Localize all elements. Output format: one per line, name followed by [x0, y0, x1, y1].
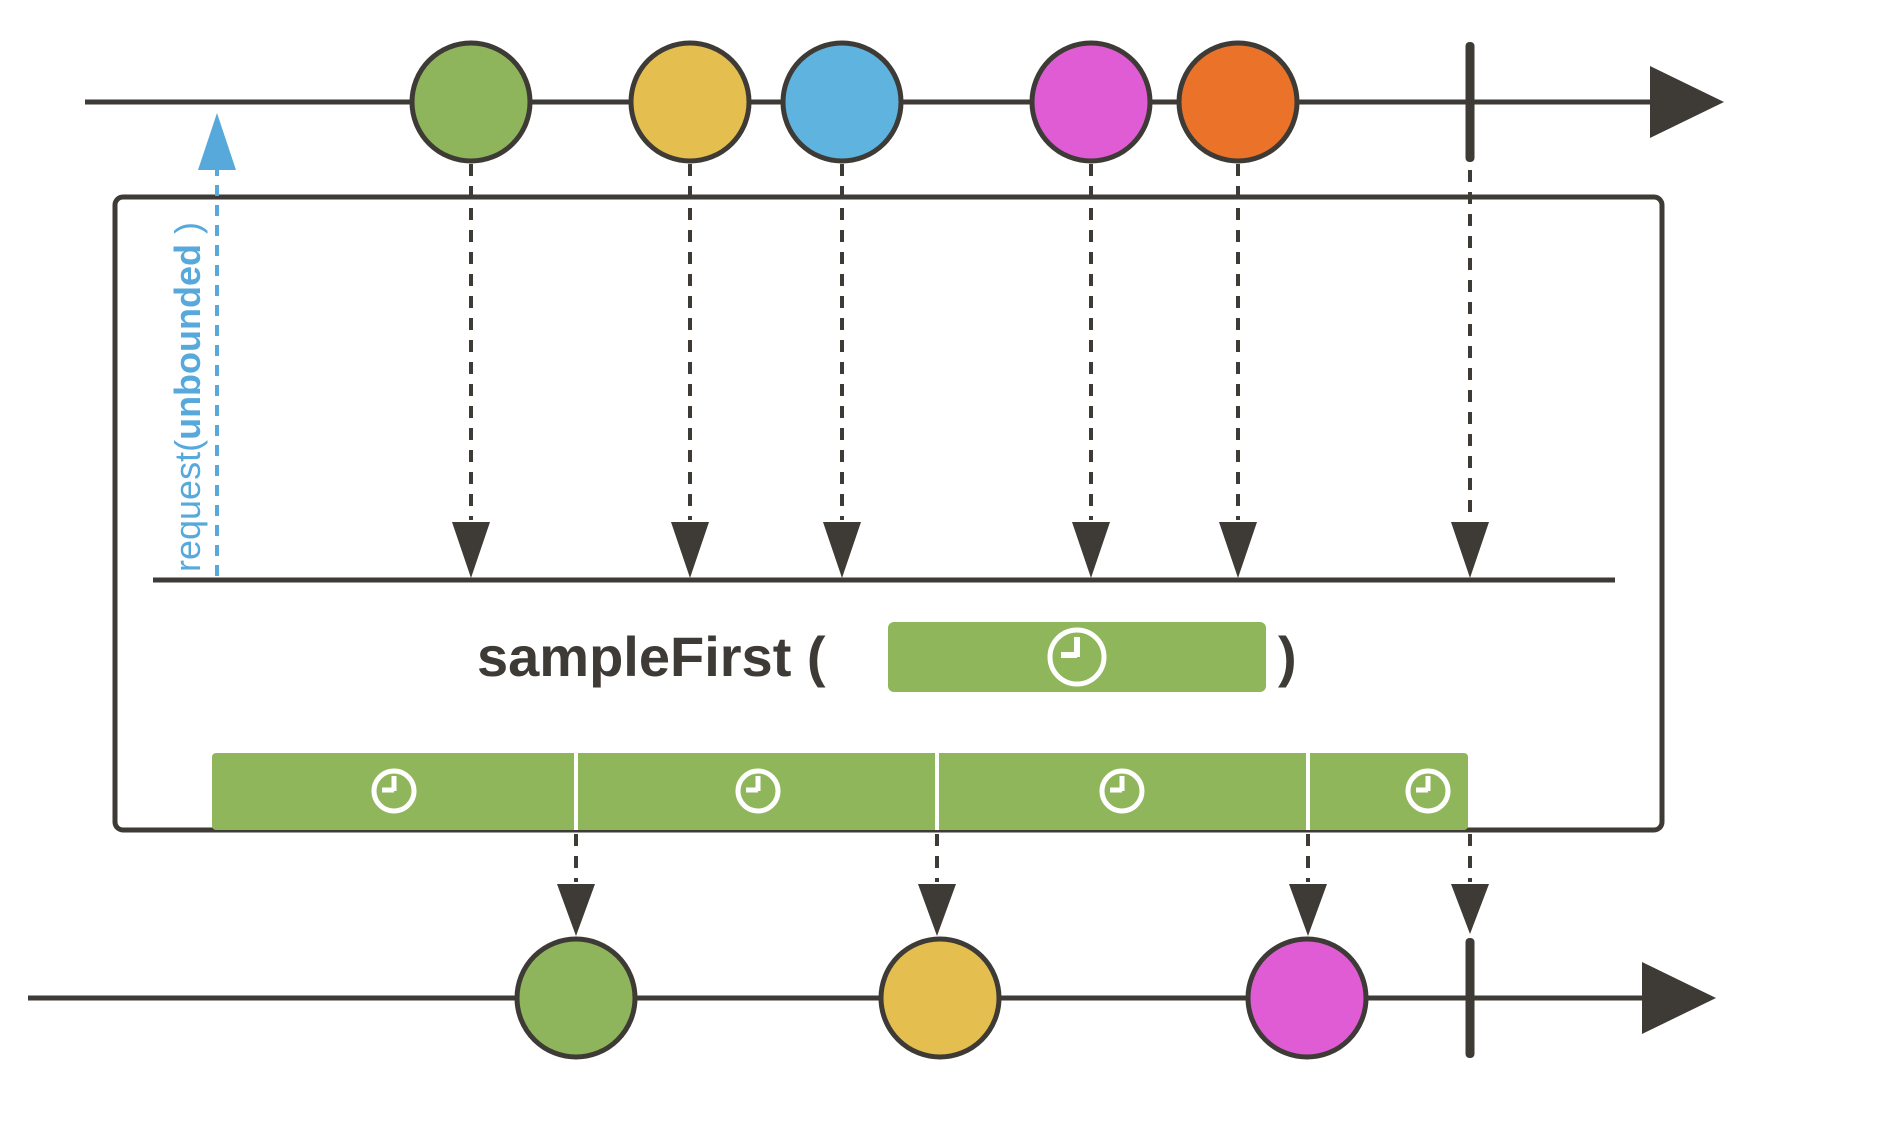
input-event-arrows — [469, 164, 1472, 520]
request-label-suffix: ) — [167, 222, 208, 244]
input-timeline — [85, 40, 1724, 164]
output-marble-magenta — [1245, 936, 1369, 1060]
request-label-emphasis: unbounded — [167, 244, 208, 440]
output-event-arrows — [574, 834, 1472, 882]
output-event-arrowheads — [557, 884, 1489, 936]
operator-box-outline — [112, 194, 1665, 833]
input-marble-blue — [780, 40, 904, 164]
output-complete-bar — [1465, 938, 1475, 1058]
input-marble-yellow — [628, 40, 752, 164]
clock-face — [371, 768, 417, 814]
input-marble-green — [409, 40, 533, 164]
output-marble-green — [514, 936, 638, 1060]
clock-icon — [1405, 768, 1451, 814]
clock-face — [735, 768, 781, 814]
up-arrowhead-icon — [198, 113, 236, 170]
clock-face — [1047, 627, 1107, 687]
down-arrowhead-icon — [557, 884, 595, 936]
down-arrowhead-icon — [1451, 522, 1489, 578]
input-event-arrowheads — [452, 522, 1489, 578]
input-marble-magenta — [1029, 40, 1153, 164]
input-marble-orange — [1176, 40, 1300, 164]
clock-icon — [1047, 627, 1107, 687]
clock-face — [1099, 768, 1145, 814]
operator-label-right: ) — [1278, 625, 1297, 688]
timeline-arrowhead-icon — [1642, 962, 1716, 1034]
output-timeline — [28, 936, 1716, 1060]
operator-label-left: sampleFirst ( — [477, 625, 826, 688]
clock-icon — [1099, 768, 1145, 814]
request-arrow: request(unbounded ) — [167, 113, 236, 576]
down-arrowhead-icon — [918, 884, 956, 936]
output-marble-yellow — [878, 936, 1002, 1060]
request-label: request(unbounded ) — [167, 222, 208, 572]
sampler-window-separators — [574, 753, 1310, 830]
sampler-window-track — [212, 753, 1468, 830]
clock-face — [1405, 768, 1451, 814]
down-arrowhead-icon — [1289, 884, 1327, 936]
down-arrowhead-icon — [823, 522, 861, 578]
timeline-arrowhead-icon — [1650, 66, 1724, 138]
down-arrowhead-icon — [671, 522, 709, 578]
down-arrowhead-icon — [1451, 884, 1489, 934]
down-arrowhead-icon — [1072, 522, 1110, 578]
request-label-prefix: request( — [167, 440, 208, 572]
sampler-window-clocks — [371, 768, 1451, 814]
down-arrowhead-icon — [1219, 522, 1257, 578]
clock-icon — [735, 768, 781, 814]
input-complete-bar — [1465, 42, 1475, 162]
down-arrowhead-icon — [452, 522, 490, 578]
clock-icon — [371, 768, 417, 814]
